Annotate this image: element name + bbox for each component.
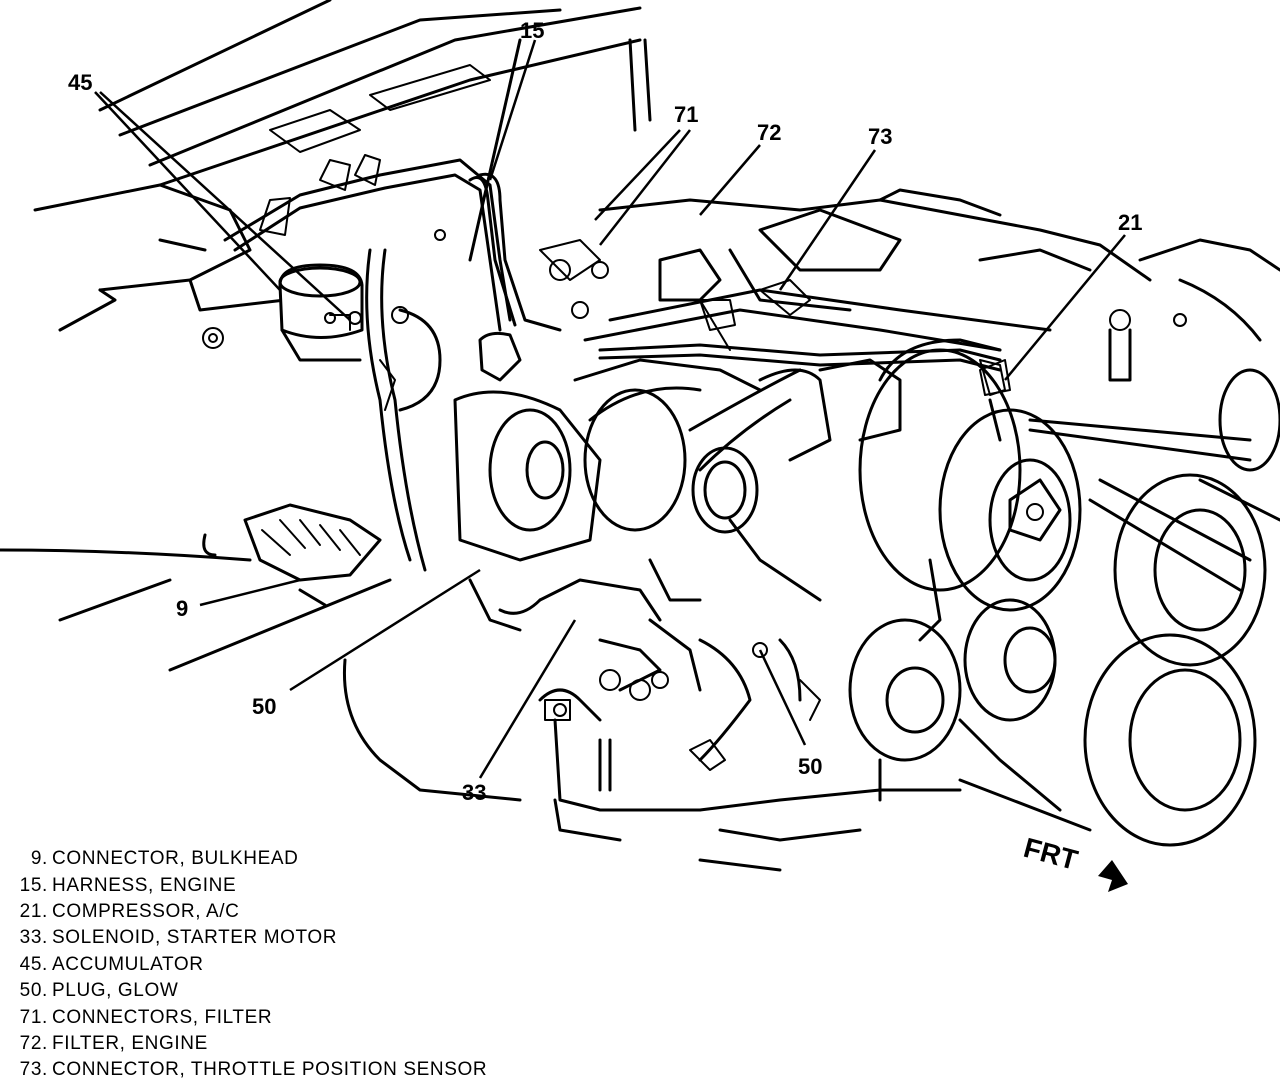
leader-71b	[599, 129, 691, 246]
legend-item: 45.ACCUMULATOR	[19, 953, 204, 975]
firewall-harness	[223, 154, 512, 572]
callout-50-second: 50	[798, 754, 822, 779]
legend-item: 21.COMPRESSOR, A/C	[19, 900, 240, 922]
accumulator	[202, 263, 364, 362]
engine-block	[453, 331, 902, 771]
front-arrow-icon	[1098, 860, 1128, 892]
pulleys	[848, 368, 1280, 847]
callout-45: 45	[68, 70, 92, 95]
leader-9	[199, 578, 301, 607]
front-indicator: FRT	[1020, 832, 1128, 892]
callout-15: 15	[520, 18, 544, 43]
legend-item: 50.PLUG, GLOW	[19, 980, 179, 1002]
leader-21	[1004, 234, 1126, 381]
leader-15	[488, 39, 537, 181]
oil-pan	[342, 658, 1062, 872]
leader-50a	[289, 568, 481, 692]
parts-legend: 9.CONNECTOR, BULKHEAD 15.HARNESS, ENGINE…	[6, 846, 626, 1084]
callout-72: 72	[757, 120, 781, 145]
callout-9: 9	[176, 596, 188, 621]
engine-harness	[468, 172, 1006, 396]
leader-lines	[94, 39, 1126, 779]
callout-21: 21	[1118, 210, 1142, 235]
callout-50: 50	[252, 694, 276, 719]
callout-73: 73	[868, 124, 892, 149]
legend-item: 9.CONNECTOR, BULKHEAD	[30, 848, 299, 870]
legend-item: 71.CONNECTORS, FILTER	[19, 1006, 273, 1028]
frt-label: FRT	[1020, 832, 1081, 876]
leader-33	[478, 619, 577, 779]
hood-outline	[0, 0, 652, 672]
callout-71: 71	[674, 102, 698, 127]
callout-labels: 45 15 71 72 73 21 9 50 33 50	[68, 18, 1142, 805]
leader-72	[699, 144, 761, 216]
leader-50b	[758, 649, 807, 746]
bulkhead-connector	[202, 503, 382, 607]
leader-71a	[594, 129, 681, 221]
legend-item: 72.FILTER, ENGINE	[19, 1032, 208, 1054]
engine-top	[539, 188, 1280, 382]
legend-item: 33.SOLENOID, STARTER MOTOR	[19, 927, 338, 949]
leader-45b	[99, 91, 351, 321]
legend-item: 15.HARNESS, ENGINE	[19, 874, 237, 896]
leader-73	[778, 149, 877, 291]
leader-45	[94, 91, 281, 291]
callout-33: 33	[462, 780, 486, 805]
ac-compressor	[858, 338, 1082, 642]
legend-item: 73.CONNECTOR, THROTTLE POSITION SENSOR	[19, 1059, 488, 1081]
